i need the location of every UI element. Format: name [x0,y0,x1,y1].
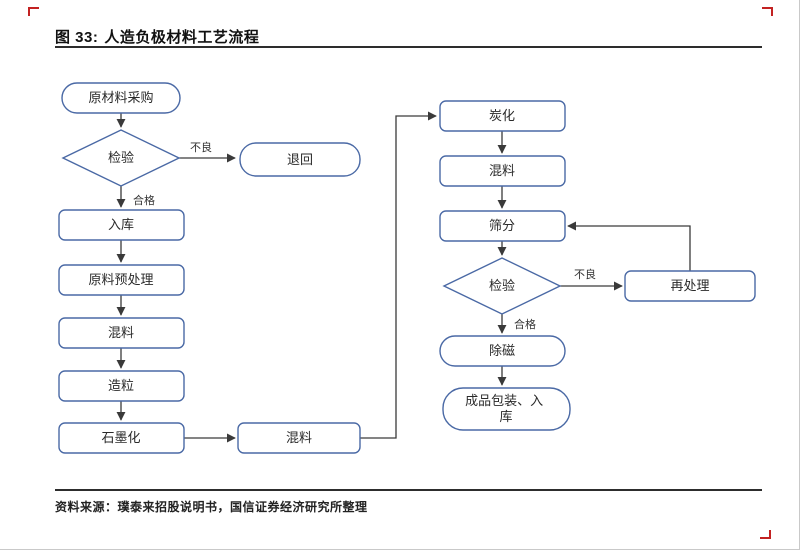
node-reprocess-label: 再处理 [670,278,709,293]
node-inspect2-label: 检验 [489,278,515,293]
edge-reprocess-to-sieving [567,221,691,271]
figure-title: 图 33: 人造负极材料工艺流程 [55,26,259,47]
node-mix3-label: 混料 [489,163,515,178]
node-pack-box [442,387,571,431]
source-text: 资料来源：璞泰来招股说明书，国信证券经济研究所整理 [55,500,368,514]
crop-mark-top-right-icon [762,7,773,16]
node-graphitization-label: 石墨化 [101,430,140,445]
node-sieving-label: 筛分 [489,218,515,233]
node-reprocess-box [624,270,756,302]
node-return-box [239,142,361,177]
node-granulation-box [58,370,185,402]
label-pass-2: 合格 [514,317,536,331]
crop-mark-top-left-icon [28,7,39,16]
node-mix2-label: 混料 [286,430,312,445]
node-demag-box [439,335,566,367]
node-pack-line2: 库 [499,409,512,424]
node-pretreatment-box [58,264,185,296]
node-inspect2-diamond [442,257,562,315]
node-mix1-box [58,317,185,349]
label-fail-1: 不良 [190,140,212,154]
flow-edges [116,111,691,443]
label-fail-2: 不良 [574,267,596,281]
node-graphitization-box [58,422,185,454]
edge-mix2-to-carbonization [360,111,437,439]
node-raw-material-box [61,82,181,114]
node-pack-label: 成品包装、入 库 [465,393,547,424]
figure-title-text: 人造负极材料工艺流程 [104,29,260,46]
node-sieving-box [439,210,566,242]
node-inspect1-label: 检验 [108,150,134,165]
node-carbonization-box [439,100,566,132]
node-warehouse-label: 入库 [108,217,134,232]
node-raw-material-label: 原材料采购 [88,90,153,105]
title-rule [55,46,762,48]
source-rule [55,489,762,491]
node-carbonization-label: 炭化 [489,108,515,123]
node-pretreatment-label: 原料预处理 [88,272,153,287]
node-pack-line1: 成品包装、入 [465,393,543,408]
node-demag-label: 除磁 [489,343,515,358]
label-pass-1: 合格 [133,193,155,207]
node-inspect1-diamond [61,129,181,187]
node-mix3-box [439,155,566,187]
node-mix1-label: 混料 [108,325,134,340]
flowchart-canvas: 原材料采购 检验 退回 入库 原料预处理 混料 造粒 石墨化 混料 炭化 混料 … [58,82,756,454]
flow-nodes: 原材料采购 检验 退回 入库 原料预处理 混料 造粒 石墨化 混料 炭化 混料 … [58,82,756,454]
crop-mark-bottom-right-icon [760,530,771,539]
node-warehouse-box [58,209,185,241]
node-granulation-label: 造粒 [108,378,134,393]
node-mix2-box [237,422,361,454]
flow-edge-labels: 不良 合格 不良 合格 [133,140,596,331]
node-return-label: 退回 [287,152,313,167]
figure-label: 图 33: [55,29,99,46]
